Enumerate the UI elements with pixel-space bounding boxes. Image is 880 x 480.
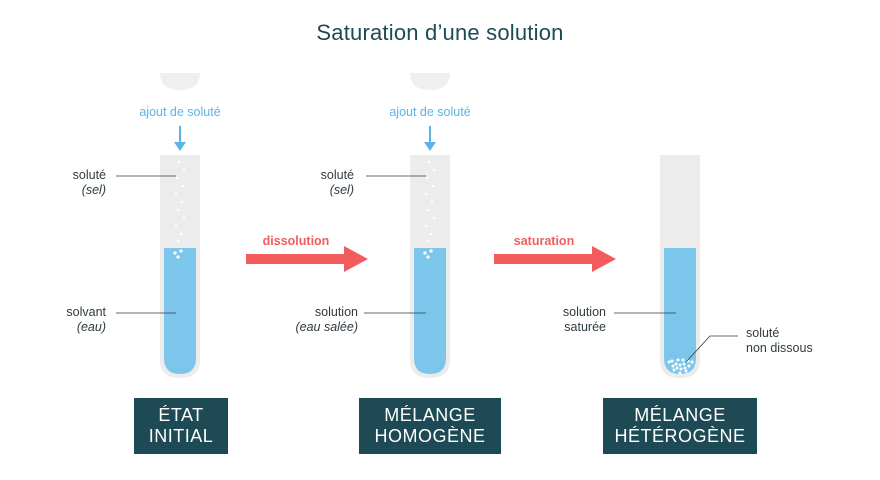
solute-label-line2: (sel) xyxy=(81,183,106,197)
undissolved-salt xyxy=(667,358,694,375)
spoon-icon xyxy=(410,73,450,90)
state-line2: HÉTÉROGÈNE xyxy=(614,426,746,446)
solute-label: soluté (sel) xyxy=(296,168,354,198)
liquid xyxy=(414,248,446,374)
saturated-solution-line1: solution xyxy=(562,305,606,319)
tube-3 xyxy=(614,155,738,378)
state-line1: ÉTAT xyxy=(158,405,204,425)
add-arrow-head xyxy=(174,142,186,151)
add-arrow-head xyxy=(424,142,436,151)
state-box-heterogeneous: MÉLANGE HÉTÉROGÈNE xyxy=(603,398,757,454)
liquid xyxy=(664,248,696,374)
solvent-label: solvant (eau) xyxy=(40,305,106,335)
solution-label-line1: solution xyxy=(314,305,358,319)
add-solute-label: ajout de soluté xyxy=(389,105,471,119)
leader-line xyxy=(685,335,738,363)
salt-grains xyxy=(173,160,186,259)
state-line2: INITIAL xyxy=(148,426,214,446)
spoon-icon xyxy=(160,73,200,90)
solution-label: solution (eau salée) xyxy=(276,305,358,335)
solute-label-line1: soluté xyxy=(320,168,354,182)
add-solute-label: ajout de soluté xyxy=(139,105,221,119)
page-title: Saturation d’une solution xyxy=(316,20,564,45)
undissolved-solute-line2: non dissous xyxy=(746,341,813,355)
dissolution-label: dissolution xyxy=(262,234,330,248)
arrow-dissolution xyxy=(246,246,368,272)
salt-grains xyxy=(423,160,436,259)
tube-1 xyxy=(116,73,200,378)
undissolved-solute-label: soluté non dissous xyxy=(746,326,846,356)
saturated-solution-label: solution saturée xyxy=(540,305,606,335)
solution-label-line2: (eau salée) xyxy=(295,320,358,334)
solvent-label-line1: solvant xyxy=(66,305,106,319)
state-line1: MÉLANGE xyxy=(634,405,726,425)
state-box-initial: ÉTAT INITIAL xyxy=(134,398,228,454)
solute-label: soluté (sel) xyxy=(50,168,106,198)
state-line1: MÉLANGE xyxy=(384,405,476,425)
liquid xyxy=(164,248,196,374)
state-box-homogeneous: MÉLANGE HOMOGÈNE xyxy=(359,398,501,454)
saturation-label: saturation xyxy=(513,234,575,248)
state-line2: HOMOGÈNE xyxy=(374,426,486,446)
undissolved-solute-line1: soluté xyxy=(746,326,780,340)
solute-label-line2: (sel) xyxy=(329,183,354,197)
solute-label-line1: soluté xyxy=(72,168,106,182)
saturated-solution-line2: saturée xyxy=(564,320,606,334)
tube-2 xyxy=(364,73,450,378)
solvent-label-line2: (eau) xyxy=(76,320,106,334)
arrow-saturation xyxy=(494,246,616,272)
